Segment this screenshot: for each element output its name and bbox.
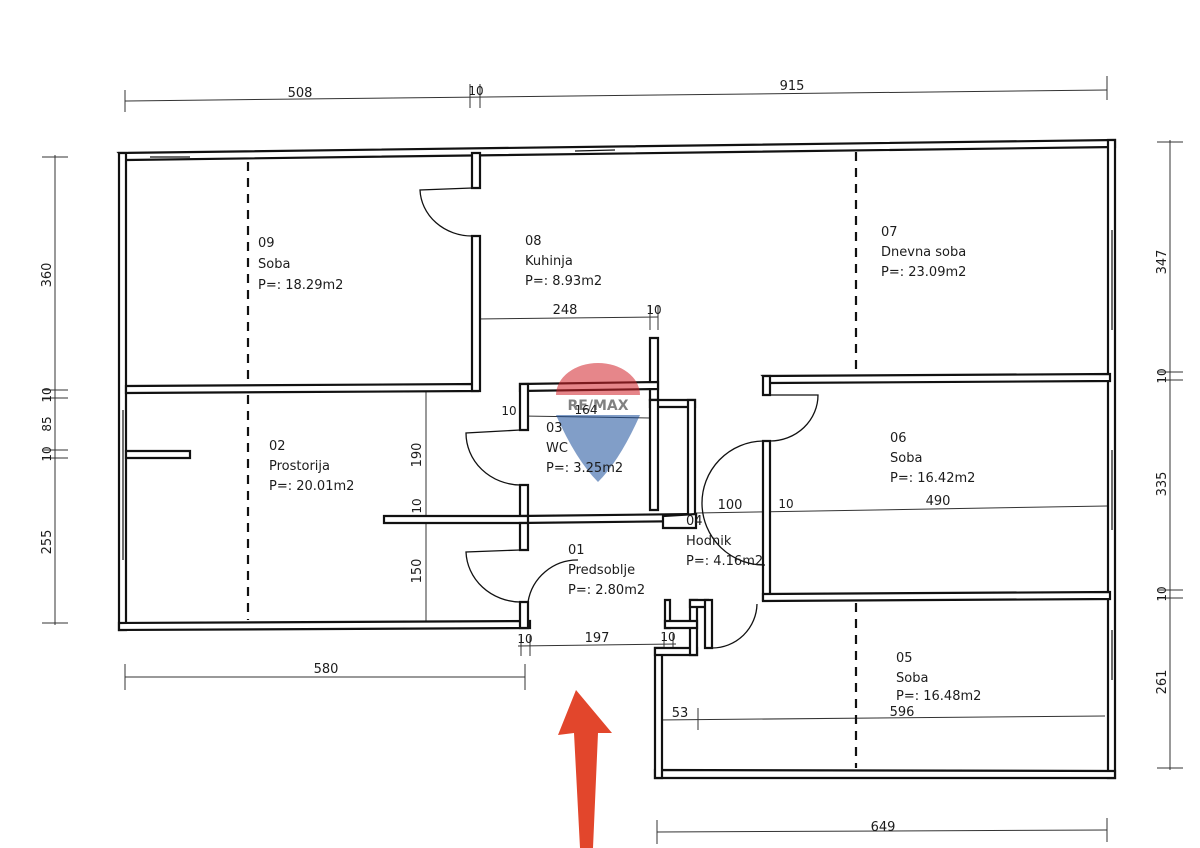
dim-h190: 190: [410, 443, 425, 468]
room-07-area: P=: 23.09m2: [881, 265, 966, 280]
dimension-lines: [42, 76, 1183, 844]
room-06-id: 06: [890, 431, 907, 446]
dim-h10: 10: [410, 498, 424, 513]
dim-bottom-649: 649: [871, 820, 896, 835]
dim-left-10b: 10: [40, 446, 54, 461]
room-08-name: Kuhinja: [525, 254, 573, 269]
dim-hall-100: 100: [718, 498, 743, 513]
dimension-labels: 508 10 915 360 10 85 10 255 347 10 335 1…: [40, 79, 1170, 835]
dim-wc-10: 10: [501, 404, 516, 418]
dim-right-top: 347: [1155, 250, 1170, 275]
dim-bottom-10a: 10: [517, 632, 532, 646]
dim-room5-53: 53: [672, 706, 689, 721]
room-07-name: Dnevna soba: [881, 245, 966, 260]
dim-left-10a: 10: [40, 387, 54, 402]
room-02-label: 02 Prostorija P=: 20.01m2: [269, 439, 354, 494]
room-05-label: 05 Soba P=: 16.48m2: [896, 651, 981, 704]
room-03-area: P=: 3.25m2: [546, 461, 623, 476]
room-03-label: 03 WC P=: 3.25m2: [546, 421, 623, 476]
remax-logo-text: RE/MAX: [567, 398, 628, 414]
room-05-id: 05: [896, 651, 913, 666]
dim-wc-width: 164: [575, 403, 598, 417]
dim-top-mid: 10: [468, 84, 483, 98]
windows: [122, 149, 1113, 680]
room-09-label: 09 Soba P=: 18.29m2: [258, 236, 343, 293]
doors: [419, 187, 819, 649]
dim-right-mid: 335: [1155, 472, 1170, 497]
dim-room6-width: 490: [926, 494, 951, 509]
dim-left-85: 85: [40, 416, 54, 431]
room-07-id: 07: [881, 225, 898, 240]
room-06-area: P=: 16.42m2: [890, 471, 975, 486]
dim-left-bottom: 255: [40, 530, 55, 555]
dim-right-10a: 10: [1155, 368, 1169, 383]
room-03-id: 03: [546, 421, 563, 436]
dim-bottom-197: 197: [585, 631, 610, 646]
dim-right-10b: 10: [1155, 586, 1169, 601]
room-04-label: 04 Hodnik P=: 4.16m2: [686, 514, 763, 569]
dim-h150: 150: [410, 559, 425, 584]
room-03-name: WC: [546, 441, 568, 456]
dim-left-top: 360: [40, 263, 55, 288]
dim-bottom-10b: 10: [660, 630, 675, 644]
dim-hall-10: 10: [778, 497, 793, 511]
room-06-name: Soba: [890, 451, 922, 466]
room-07-label: 07 Dnevna soba P=: 23.09m2: [881, 225, 966, 280]
room-09-name: Soba: [258, 257, 290, 272]
room-01-name: Predsoblje: [568, 563, 635, 578]
dim-kitchen-width: 248: [553, 303, 578, 318]
dashed-dividers: [246, 152, 858, 768]
room-05-area: P=: 16.48m2: [896, 689, 981, 704]
dim-top-left: 508: [288, 86, 313, 101]
room-02-id: 02: [269, 439, 286, 454]
entrance-arrow-icon: [558, 690, 612, 848]
dim-room5-596: 596: [890, 705, 915, 720]
room-08-area: P=: 8.93m2: [525, 274, 602, 289]
room-labels: 09 Soba P=: 18.29m2 08 Kuhinja P=: 8.93m…: [258, 225, 981, 704]
room-02-area: P=: 20.01m2: [269, 479, 354, 494]
room-06-label: 06 Soba P=: 16.42m2: [890, 431, 975, 486]
remax-logo: RE/MAX: [552, 363, 644, 482]
room-09-area: P=: 18.29m2: [258, 278, 343, 293]
room-08-label: 08 Kuhinja P=: 8.93m2: [525, 234, 602, 289]
dim-right-bottom: 261: [1155, 670, 1170, 695]
dim-bottom-580: 580: [314, 662, 339, 677]
room-09-id: 09: [258, 236, 275, 251]
room-01-area: P=: 2.80m2: [568, 583, 645, 598]
room-02-name: Prostorija: [269, 459, 330, 474]
dim-kitchen-10: 10: [646, 303, 661, 317]
dim-top-right: 915: [780, 79, 805, 94]
room-08-id: 08: [525, 234, 542, 249]
room-01-id: 01: [568, 543, 585, 558]
room-01-label: 01 Predsoblje P=: 2.80m2: [568, 543, 645, 598]
room-05-name: Soba: [896, 671, 928, 686]
room-04-id: 04: [686, 514, 703, 529]
room-04-area: P=: 4.16m2: [686, 554, 763, 569]
room-04-name: Hodnik: [686, 534, 732, 549]
